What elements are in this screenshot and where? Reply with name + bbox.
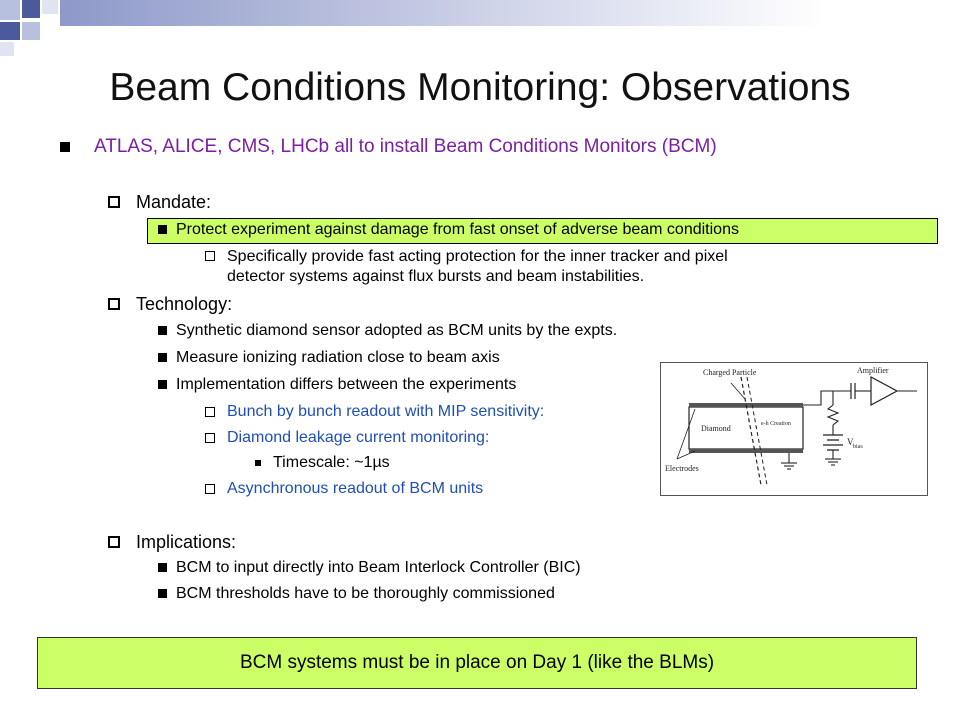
charged-particle-label: Charged Particle — [703, 368, 757, 377]
hollow-square-icon — [205, 251, 215, 261]
main-bullet-text: ATLAS, ALICE, CMS, LHCb all to install B… — [94, 136, 717, 157]
bullet-small-square-icon — [255, 460, 261, 466]
eh-creation-label: e-h Creation — [761, 421, 791, 427]
particle-track — [740, 376, 762, 486]
implications-label: Implications: — [136, 532, 237, 552]
mandate-highlight-box — [147, 218, 938, 244]
bullet-square-icon — [158, 326, 167, 335]
bullet-square-icon — [60, 142, 70, 152]
mandate-highlight-text: Protect experiment against damage from f… — [176, 221, 739, 238]
resistor-symbol — [826, 404, 840, 426]
bullet-square-icon — [158, 380, 167, 389]
circuit-svg: Charged Particle Amplifier Diamond e-h C… — [665, 366, 917, 486]
technology-label: Technology: — [136, 294, 233, 314]
vbias-label: V — [847, 437, 854, 447]
async-text: Asynchronous readout of BCM units — [227, 480, 484, 497]
timescale-text: Timescale: ~1µs — [273, 454, 390, 471]
diamond-label: Diamond — [701, 424, 731, 433]
bottom-electrode — [689, 449, 803, 453]
technology-sub-item-text: Diamond leakage current monitoring: — [227, 429, 490, 446]
bcm-circuit-diagram: Charged Particle Amplifier Diamond e-h C… — [660, 362, 928, 496]
technology-item-text: Synthetic diamond sensor adopted as BCM … — [176, 322, 618, 339]
mandate-sub-line2: detector systems against flux bursts and… — [227, 268, 645, 285]
vbias-subscript: bias — [853, 444, 863, 450]
electrodes-label: Electrodes — [665, 464, 699, 473]
technology-sub-item-text: Bunch by bunch readout with MIP sensitiv… — [227, 403, 545, 420]
amplifier-symbol — [870, 375, 899, 407]
bullet-square-icon — [158, 563, 167, 572]
hollow-square-icon — [108, 298, 120, 310]
slide-title: Beam Conditions Monitoring: Observations — [109, 66, 851, 109]
technology-item-text: Measure ionizing radiation close to beam… — [176, 349, 500, 366]
implications-item-text: BCM to input directly into Beam Interloc… — [176, 559, 581, 576]
bullet-square-icon — [158, 225, 167, 234]
hollow-square-icon — [108, 196, 120, 208]
implications-item-text: BCM thresholds have to be thoroughly com… — [176, 585, 555, 602]
mandate-label: Mandate: — [136, 192, 212, 212]
hollow-square-icon — [205, 407, 215, 417]
hollow-square-icon — [108, 536, 120, 548]
mandate-sub-line1: Specifically provide fast acting protect… — [227, 248, 728, 265]
bullet-square-icon — [158, 353, 167, 362]
bottom-callout-text: BCM systems must be in place on Day 1 (l… — [239, 652, 715, 673]
hollow-square-icon — [205, 433, 215, 443]
hollow-square-icon — [205, 484, 215, 494]
amplifier-label: Amplifier — [857, 366, 889, 375]
technology-item-text: Implementation differs between the exper… — [176, 376, 517, 393]
bottom-callout-box: BCM systems must be in place on Day 1 (l… — [37, 637, 917, 689]
bullet-square-icon — [158, 589, 167, 598]
